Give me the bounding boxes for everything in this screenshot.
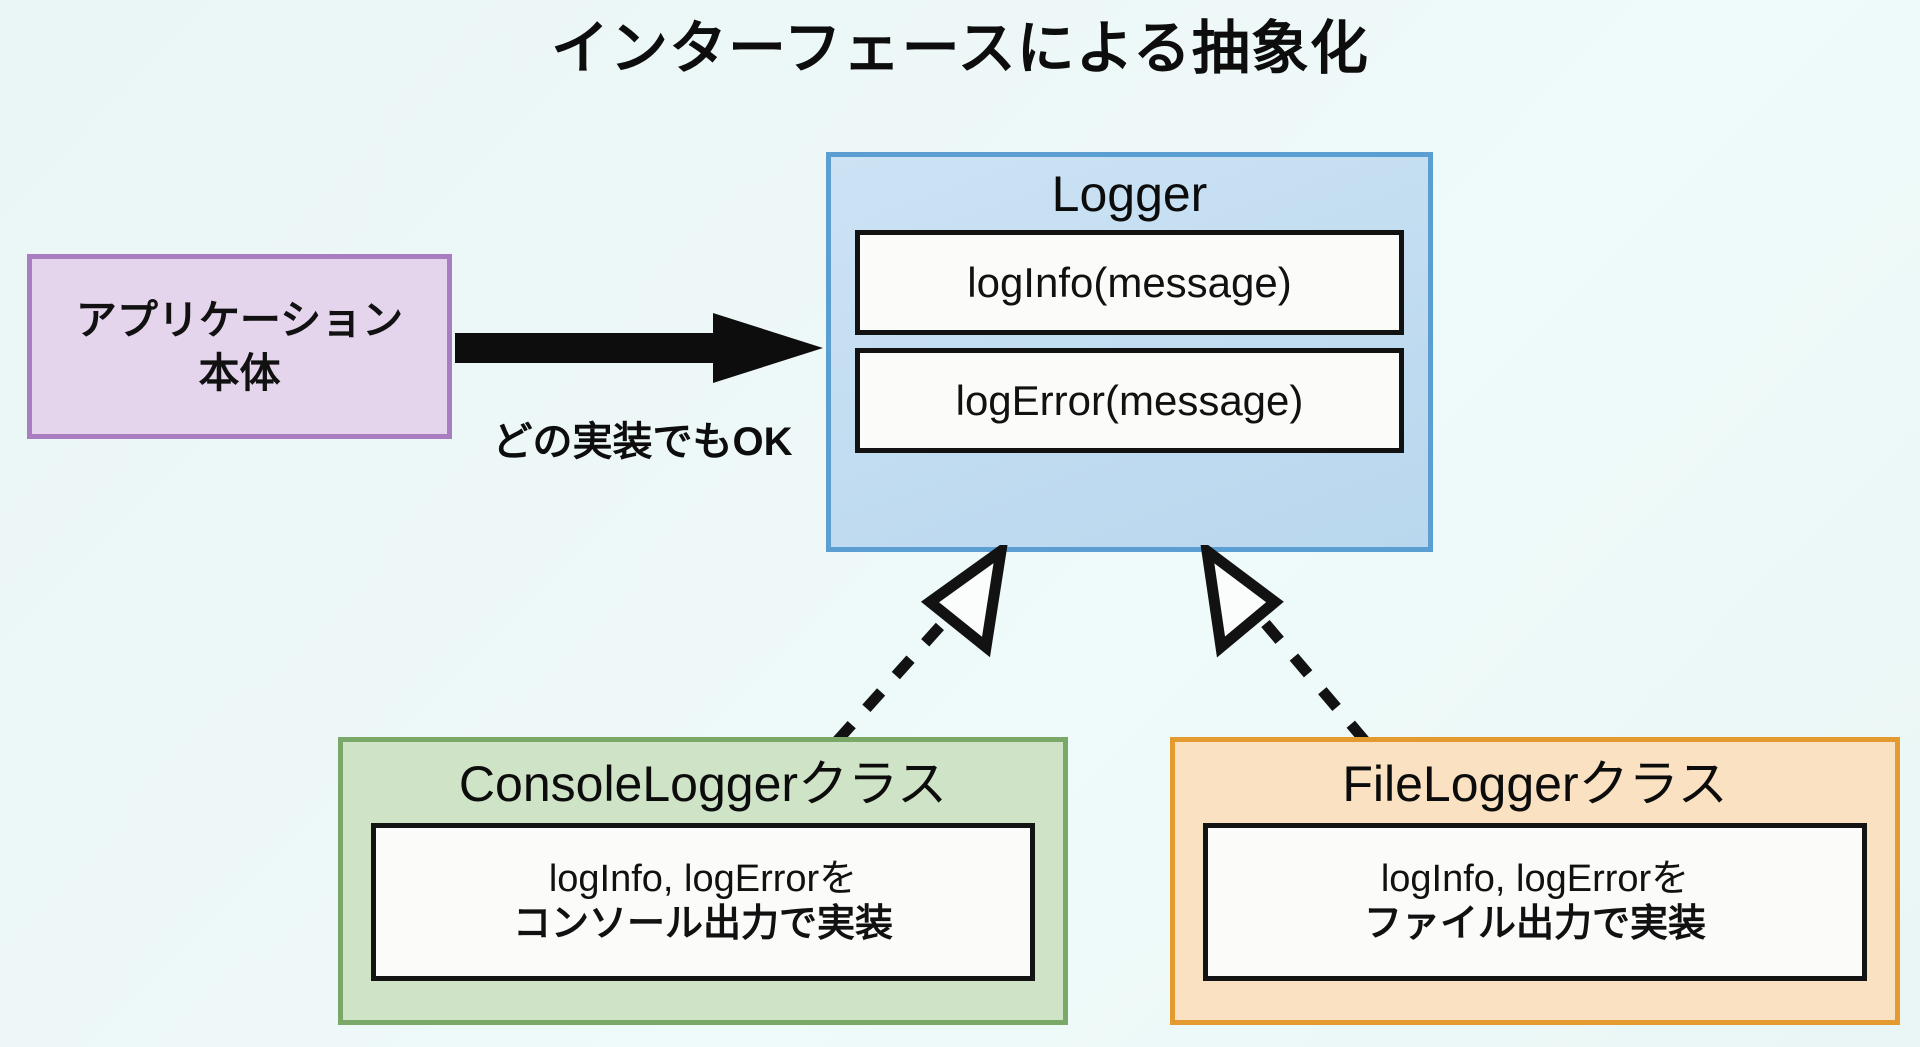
realization-connector-file <box>1200 545 1370 745</box>
console-logger-detail-line1: logInfo, logErrorを <box>548 858 858 901</box>
method-row: logInfo(message) <box>855 230 1404 335</box>
logger-interface-box: Logger logInfo(message) logError(message… <box>826 152 1433 552</box>
right-arrow-icon <box>455 313 823 383</box>
page-title: インターフェースによる抽象化 <box>551 16 1369 81</box>
arrow-label: どの実装でもOK <box>492 420 793 464</box>
application-label-line1: アプリケーション <box>75 297 404 344</box>
console-logger-title: ConsoleLoggerクラス <box>458 756 948 812</box>
logger-interface-title: Logger <box>1051 166 1208 222</box>
hollow-triangle-arrowhead <box>1200 545 1284 658</box>
file-logger-detail-line1: logInfo, logErrorを <box>1380 858 1690 901</box>
console-logger-box: ConsoleLoggerクラス logInfo, logErrorを コンソー… <box>338 737 1068 1025</box>
file-logger-detail-line2: ファイル出力で実装 <box>1363 903 1706 945</box>
application-box: アプリケーション 本体 <box>27 254 452 439</box>
application-label-line2: 本体 <box>198 349 281 396</box>
file-logger-box: FileLoggerクラス logInfo, logErrorを ファイル出力で… <box>1170 737 1900 1025</box>
file-logger-detail: logInfo, logErrorを ファイル出力で実装 <box>1203 823 1867 981</box>
file-logger-title: FileLoggerクラス <box>1342 756 1728 812</box>
method-row: logError(message) <box>855 348 1404 453</box>
console-logger-detail: logInfo, logErrorを コンソール出力で実装 <box>371 823 1035 981</box>
dashed-line <box>1260 619 1370 745</box>
realization-connector-console <box>832 545 1008 745</box>
hollow-triangle-arrowhead <box>920 545 1008 658</box>
dashed-line <box>832 619 948 745</box>
application-label: アプリケーション 本体 <box>76 294 403 399</box>
console-logger-detail-line2: コンソール出力で実装 <box>512 903 893 945</box>
